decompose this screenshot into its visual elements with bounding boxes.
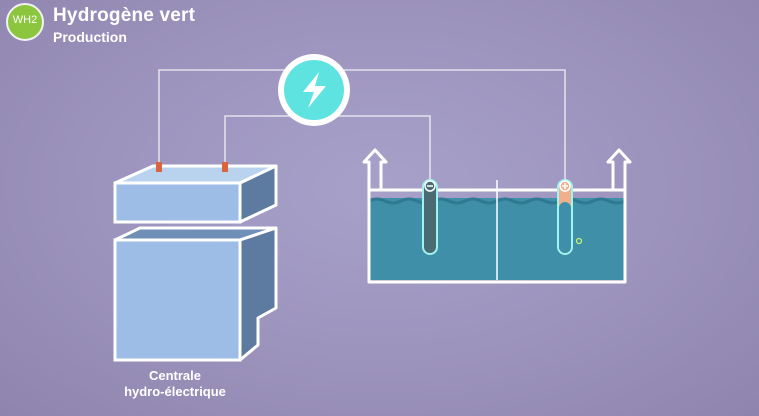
anode-sign-circle	[559, 180, 571, 192]
plant-bottom-front	[113, 238, 242, 362]
anode-lower	[559, 202, 571, 253]
logo-text: WH2	[12, 14, 38, 26]
circuit-wires	[158, 69, 566, 180]
plant-label-line1: Centrale	[148, 368, 202, 383]
gas-bubble	[575, 237, 583, 245]
cathode-sign-circle	[424, 180, 436, 192]
cathode-electrode	[422, 179, 438, 255]
logo: WH2	[6, 3, 44, 41]
page-title: Hydrogène vert	[53, 5, 196, 26]
power-source	[278, 54, 350, 126]
gas-outlet-left-arrow	[362, 148, 388, 190]
plant-bottom-side	[238, 226, 278, 362]
plant-top-front	[113, 181, 242, 224]
tank-outline	[367, 188, 627, 284]
hydro-plant	[113, 162, 278, 362]
plant-label-line2: hydro-électrique	[124, 384, 226, 399]
electrolysis-tank	[362, 148, 632, 284]
page-subtitle: Production	[53, 29, 127, 45]
terminal-left	[156, 162, 162, 172]
wire-outer	[158, 69, 566, 180]
terminal-right	[222, 162, 228, 172]
lightning-bolt-icon	[303, 72, 326, 108]
gas-outlet-right-arrow	[606, 148, 632, 190]
